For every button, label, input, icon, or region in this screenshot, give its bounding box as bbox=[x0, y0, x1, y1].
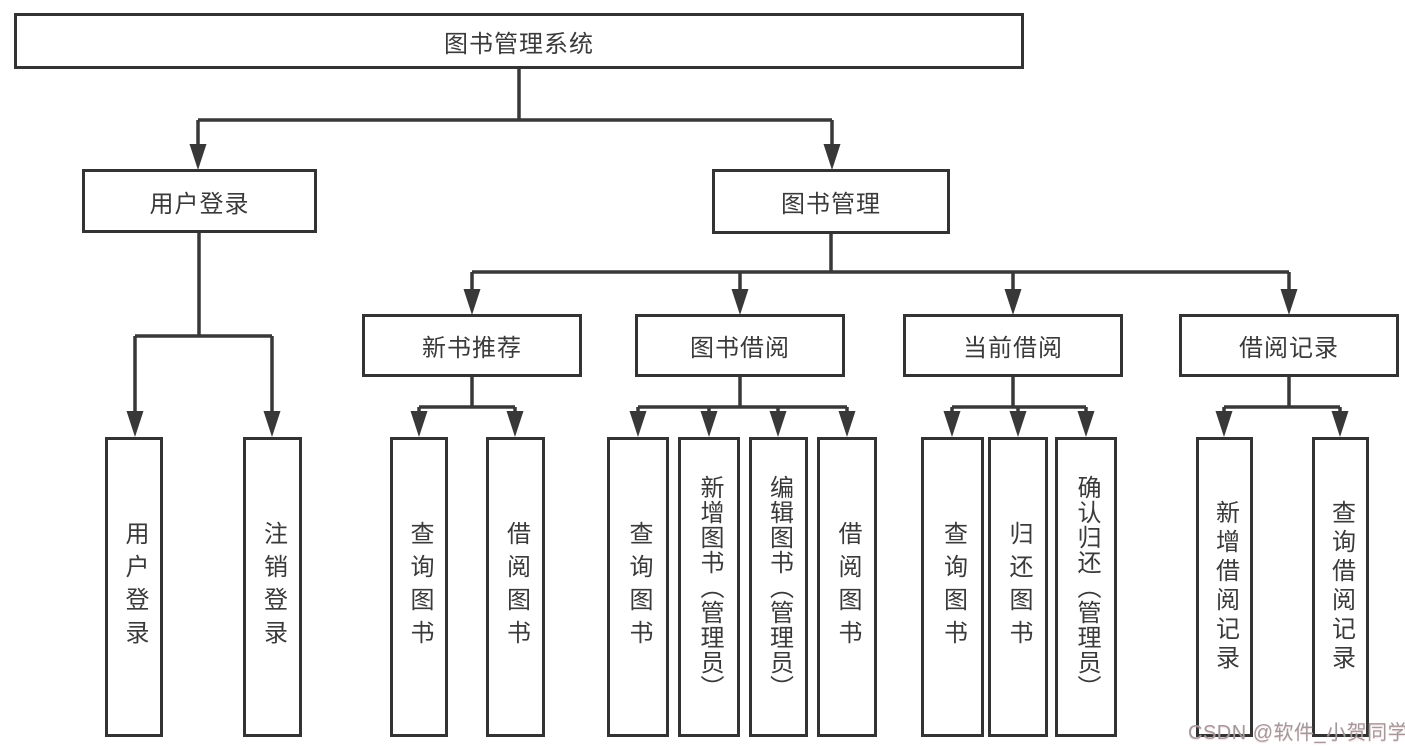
node-borrow-records: 借阅记录 bbox=[1179, 314, 1399, 377]
node-book-management: 图书管理 bbox=[712, 169, 950, 234]
node-library-system: 图书管理系统 bbox=[14, 13, 1024, 69]
watermark: CSDN @软件_小贺同学 bbox=[1188, 722, 1405, 744]
arrowheads bbox=[126, 144, 1349, 437]
leaf-current-return-label: 归还图书 bbox=[1005, 521, 1032, 653]
node-new-book-recommend: 新书推荐 bbox=[362, 314, 582, 377]
leaf-logout-label: 注销登录 bbox=[259, 521, 287, 653]
leaf-newbooks-query-label: 查询图书 bbox=[406, 521, 433, 653]
leaf-records-add: 新增借阅记录 bbox=[1196, 437, 1253, 737]
node-book-borrow-label: 图书借阅 bbox=[690, 335, 790, 362]
leaf-borrow-add-admin: 新增图书（管理员） bbox=[678, 437, 740, 737]
leaf-records-query: 查询借阅记录 bbox=[1312, 437, 1369, 737]
node-library-system-label: 图书管理系统 bbox=[444, 30, 594, 58]
leaf-user-login-label: 用户登录 bbox=[121, 521, 148, 653]
leaf-current-query-label: 查询图书 bbox=[939, 521, 967, 653]
leaf-user-login: 用户登录 bbox=[105, 437, 163, 737]
leaf-logout: 注销登录 bbox=[243, 437, 302, 737]
leaf-borrow-book-label: 借阅图书 bbox=[834, 521, 861, 653]
node-user-login: 用户登录 bbox=[82, 169, 317, 233]
leaf-newbooks-borrow-label: 借阅图书 bbox=[502, 521, 530, 653]
leaf-current-confirm-admin-label: 确认归还（管理员） bbox=[1073, 474, 1100, 700]
leaf-borrow-query: 查询图书 bbox=[607, 437, 669, 737]
node-book-borrow: 图书借阅 bbox=[635, 314, 845, 377]
leaf-borrow-book: 借阅图书 bbox=[817, 437, 877, 737]
leaf-borrow-edit-admin: 编辑图书（管理员） bbox=[749, 437, 808, 737]
leaf-newbooks-borrow: 借阅图书 bbox=[486, 437, 545, 737]
node-current-borrow: 当前借阅 bbox=[903, 314, 1123, 377]
node-user-login-label: 用户登录 bbox=[149, 190, 250, 218]
node-current-borrow-label: 当前借阅 bbox=[963, 335, 1063, 362]
leaf-records-query-label: 查询借阅记录 bbox=[1327, 500, 1355, 674]
leaf-current-confirm-admin: 确认归还（管理员） bbox=[1055, 437, 1117, 737]
node-book-management-label: 图书管理 bbox=[781, 191, 881, 218]
leaf-borrow-edit-admin-label: 编辑图书（管理员） bbox=[765, 474, 793, 700]
leaf-borrow-query-label: 查询图书 bbox=[625, 521, 652, 653]
leaf-newbooks-query: 查询图书 bbox=[390, 437, 448, 737]
node-new-book-recommend-label: 新书推荐 bbox=[422, 335, 522, 362]
leaf-borrow-add-admin-label: 新增图书（管理员） bbox=[696, 474, 723, 700]
leaf-records-add-label: 新增借阅记录 bbox=[1211, 500, 1239, 674]
node-borrow-records-label: 借阅记录 bbox=[1239, 335, 1339, 362]
leaf-current-return: 归还图书 bbox=[988, 437, 1048, 737]
leaf-current-query: 查询图书 bbox=[921, 437, 984, 737]
connector-strokes bbox=[133, 69, 1342, 415]
